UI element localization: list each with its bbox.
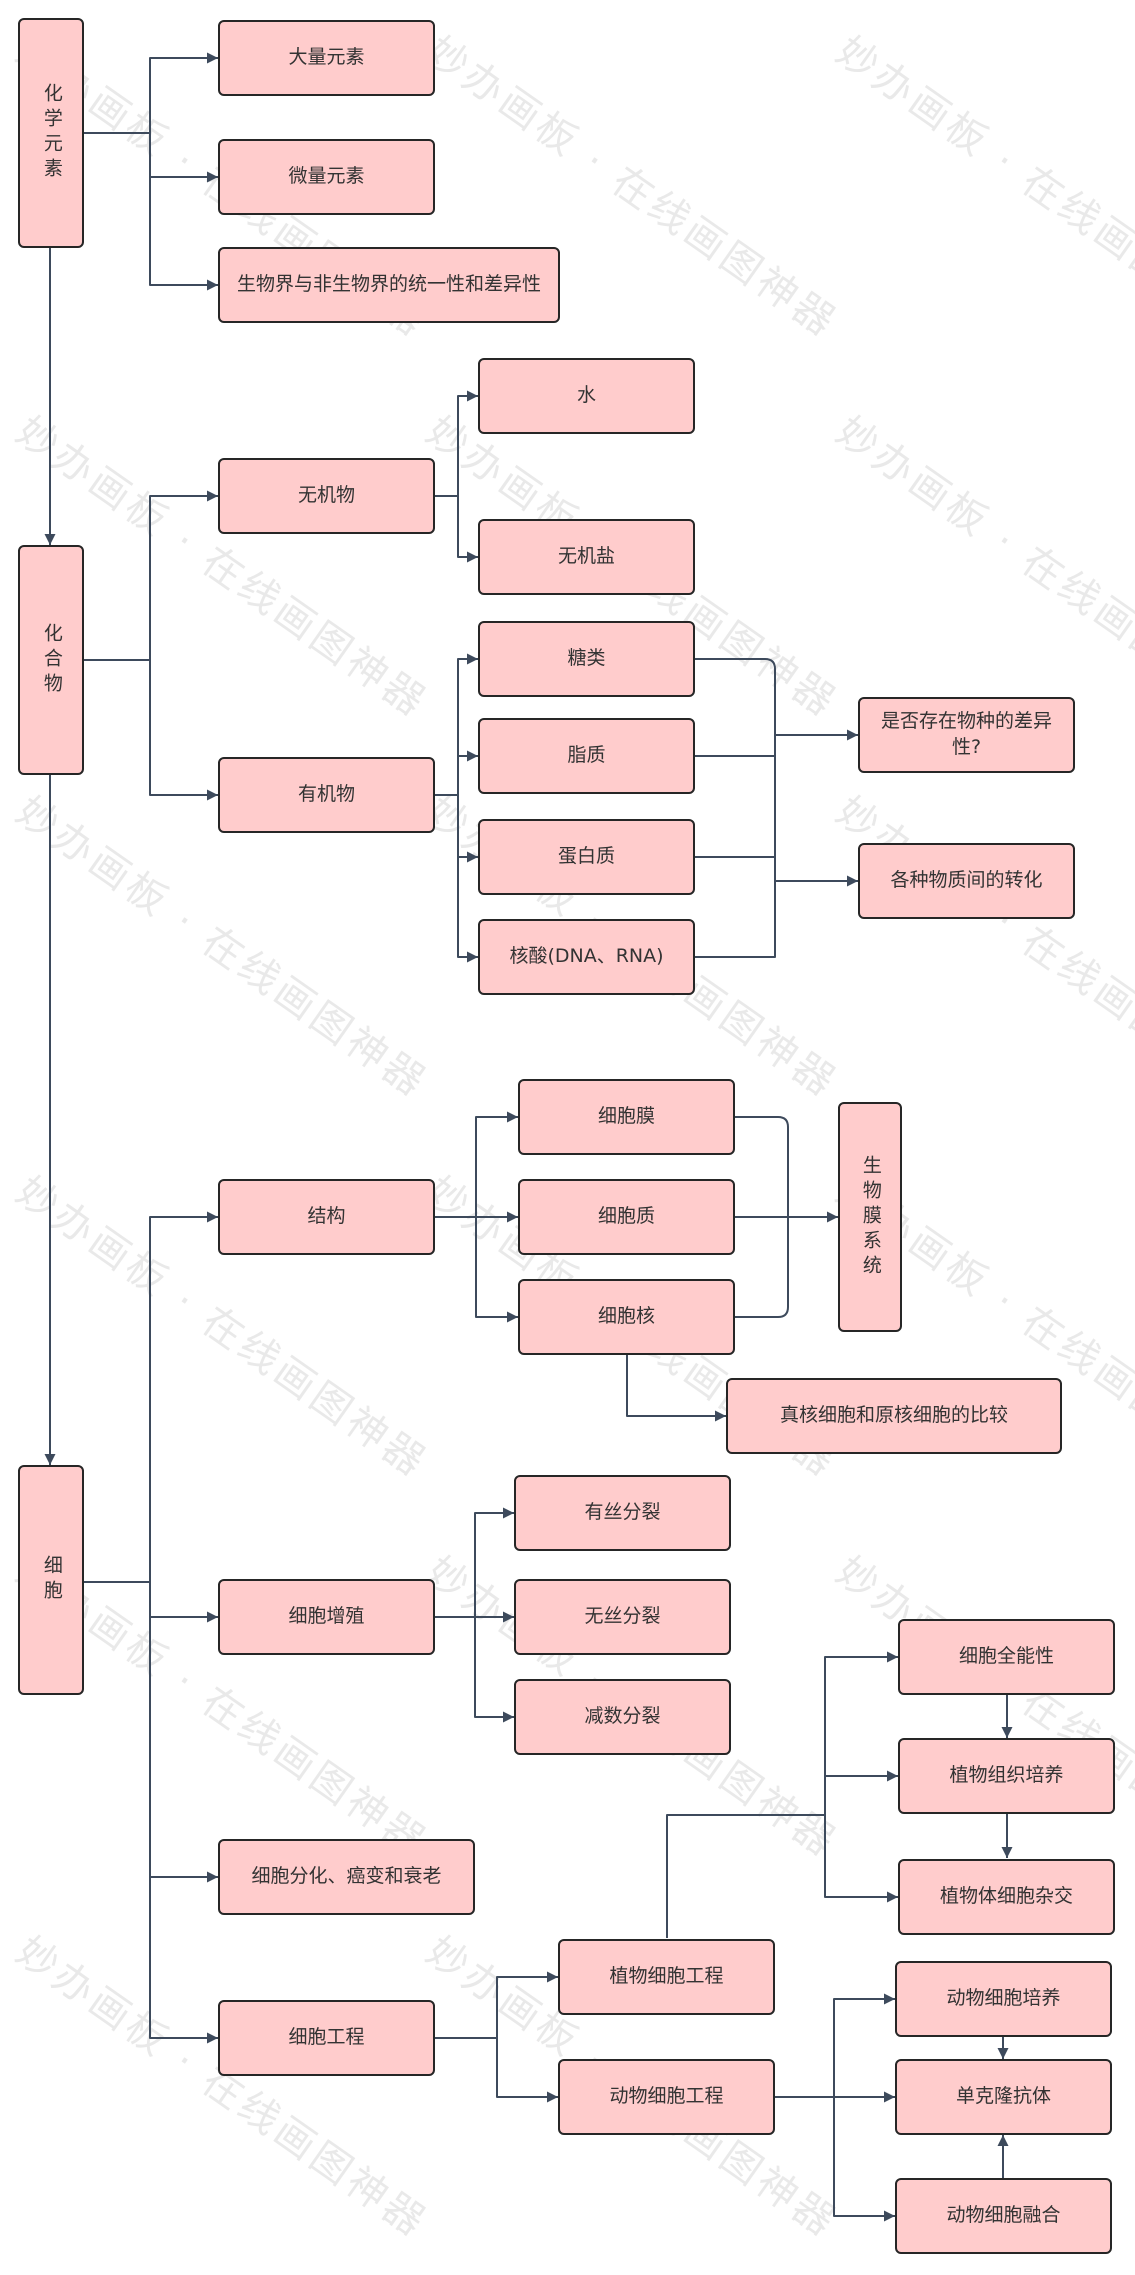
edge-compound-organic bbox=[149, 660, 218, 801]
node-monoclonal-antibody[interactable]: 单克隆抗体 bbox=[895, 2059, 1112, 2135]
node-micro-elements[interactable]: 微量元素 bbox=[218, 139, 435, 215]
edge-plant-tissue bbox=[824, 1770, 898, 1815]
edge-eng-plant bbox=[435, 1971, 558, 2039]
node-water[interactable]: 水 bbox=[478, 358, 695, 434]
edge-chem-macro bbox=[84, 52, 218, 134]
edge-organic-nucleic bbox=[457, 795, 478, 963]
edge-animal-fusion bbox=[833, 2097, 895, 2222]
edge-cell-structure bbox=[84, 1211, 218, 1583]
node-organic[interactable]: 有机物 bbox=[218, 757, 435, 833]
node-cytoplasm[interactable]: 细胞质 bbox=[518, 1179, 735, 1255]
edge-cell-eng bbox=[149, 1877, 218, 2044]
node-cell[interactable]: 细胞 bbox=[18, 1465, 84, 1695]
edge-plant-branch bbox=[666, 1814, 825, 1938]
node-plant-tissue-culture[interactable]: 植物组织培养 bbox=[898, 1738, 1115, 1814]
node-animal-cell-fusion[interactable]: 动物细胞融合 bbox=[895, 2178, 1112, 2254]
node-compounds[interactable]: 化合物 bbox=[18, 545, 84, 775]
edge-cell-diff bbox=[149, 1582, 218, 1883]
edge-prolif-meiosis bbox=[474, 1617, 514, 1723]
edge-animal-culture bbox=[775, 1993, 895, 2098]
edge-compound-inorganic bbox=[84, 490, 218, 661]
node-mitosis[interactable]: 有丝分裂 bbox=[514, 1475, 731, 1551]
node-structure[interactable]: 结构 bbox=[218, 1179, 435, 1255]
edge-structure-membrane bbox=[435, 1111, 518, 1218]
node-sugar[interactable]: 糖类 bbox=[478, 621, 695, 697]
edge-inorganic-water bbox=[435, 390, 478, 497]
edge-plant-totip bbox=[824, 1651, 898, 1815]
node-differentiation[interactable]: 细胞分化、癌变和衰老 bbox=[218, 1839, 475, 1915]
node-plant-cell-engineering[interactable]: 植物细胞工程 bbox=[558, 1939, 775, 2015]
node-animal-cell-engineering[interactable]: 动物细胞工程 bbox=[558, 2059, 775, 2135]
edge-cell-prolif bbox=[149, 1582, 218, 1623]
edge-structure-nucleus bbox=[475, 1217, 518, 1323]
edge-chem-micro bbox=[149, 133, 218, 183]
edge-eng-animal bbox=[496, 2038, 558, 2103]
edge-inorganic-salt bbox=[457, 496, 478, 563]
node-macro-elements[interactable]: 大量元素 bbox=[218, 20, 435, 96]
edge-sugar-merge bbox=[695, 658, 776, 959]
node-meiosis[interactable]: 减数分裂 bbox=[514, 1679, 731, 1755]
node-chemical-elements[interactable]: 化学元素 bbox=[18, 18, 84, 248]
node-nucleus[interactable]: 细胞核 bbox=[518, 1279, 735, 1355]
edge-organic-sugar bbox=[435, 653, 478, 796]
node-plant-somatic-hybridization[interactable]: 植物体细胞杂交 bbox=[898, 1859, 1115, 1935]
node-substance-transform[interactable]: 各种物质间的转化 bbox=[858, 843, 1075, 919]
node-protein[interactable]: 蛋白质 bbox=[478, 819, 695, 895]
node-totipotency[interactable]: 细胞全能性 bbox=[898, 1619, 1115, 1695]
node-inorganic-salt[interactable]: 无机盐 bbox=[478, 519, 695, 595]
edge-nucleus-compare bbox=[626, 1355, 726, 1422]
node-inorganic[interactable]: 无机物 bbox=[218, 458, 435, 534]
node-nucleic-acid[interactable]: 核酸(DNA、RNA) bbox=[478, 919, 695, 995]
edge-prolif-mitosis bbox=[435, 1507, 514, 1618]
node-amitosis[interactable]: 无丝分裂 bbox=[514, 1579, 731, 1655]
node-lipid[interactable]: 脂质 bbox=[478, 718, 695, 794]
edge-chem-unity bbox=[149, 133, 218, 291]
edge-organic-lipid bbox=[457, 750, 478, 795]
node-biomembrane-system[interactable]: 生物膜系统 bbox=[838, 1102, 902, 1332]
node-cell-membrane[interactable]: 细胞膜 bbox=[518, 1079, 735, 1155]
edge-plant-somatic bbox=[824, 1815, 898, 1903]
edge-organic-protein bbox=[457, 795, 478, 863]
node-animal-cell-culture[interactable]: 动物细胞培养 bbox=[895, 1961, 1112, 2037]
node-eukaryote-prokaryote-compare[interactable]: 真核细胞和原核细胞的比较 bbox=[726, 1378, 1062, 1454]
node-unity-difference[interactable]: 生物界与非生物界的统一性和差异性 bbox=[218, 247, 560, 323]
node-species-difference[interactable]: 是否存在物种的差异性? bbox=[858, 697, 1075, 773]
node-cell-engineering[interactable]: 细胞工程 bbox=[218, 2000, 435, 2076]
node-cell-proliferation[interactable]: 细胞增殖 bbox=[218, 1579, 435, 1655]
